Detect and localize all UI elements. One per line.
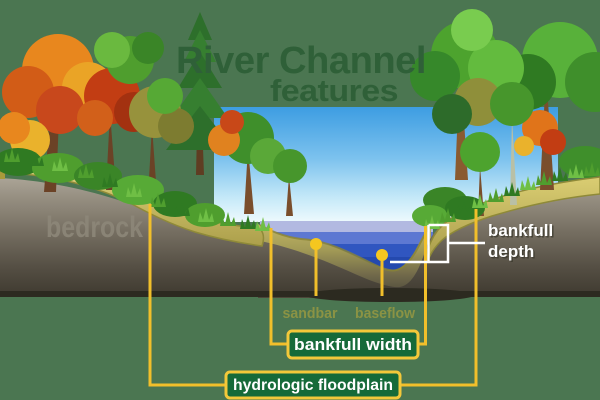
hydrologic-floodplain-callout: hydrologic floodplain xyxy=(224,370,402,400)
bankfull-depth-line2: depth xyxy=(488,242,534,261)
right-forest xyxy=(410,9,600,229)
baseflow-pin xyxy=(376,249,388,296)
sandbar-pin-head xyxy=(310,238,322,250)
tree xyxy=(432,78,502,134)
tree xyxy=(94,32,164,84)
baseflow-label: baseflow xyxy=(355,305,415,322)
bankfull-depth-line2-shadow: depth xyxy=(490,244,536,263)
bankfull-width-box xyxy=(286,329,420,360)
bankfull-depth-label: bankfull depth bankfull depth xyxy=(488,221,555,263)
water-surface-band xyxy=(260,221,433,232)
bankfull-width-callout: bankfull width xyxy=(286,329,420,360)
bankfull-depth-line1: bankfull xyxy=(488,221,553,240)
hydrologic-floodplain-label: hydrologic floodplain xyxy=(233,377,393,394)
sandbar-pin xyxy=(310,238,322,296)
tree xyxy=(273,149,307,216)
bedrock-bottom-edge xyxy=(0,291,600,297)
annotation-lines xyxy=(148,204,478,387)
sandbar-label: sandbar xyxy=(283,305,338,322)
hydrologic-floodplain-left-line xyxy=(148,204,226,387)
bankfull-width-right-line xyxy=(417,226,427,346)
bushes xyxy=(0,148,225,227)
tree xyxy=(410,9,524,180)
bankfull-width-label: bankfull width xyxy=(294,336,412,354)
title-line2: features xyxy=(270,73,398,108)
left-forest xyxy=(0,12,307,231)
baseflow-pin-head xyxy=(376,249,388,261)
hydrologic-floodplain-box xyxy=(224,370,402,400)
bedrock-label: bedrock xyxy=(46,211,143,244)
tree xyxy=(514,110,566,156)
page-title: River Channel features xyxy=(176,40,427,108)
title-line1: River Channel xyxy=(176,40,426,82)
hydrologic-floodplain-right-line xyxy=(400,209,478,387)
bankfull-depth-bracket xyxy=(390,223,485,264)
bankfull-width-left-line xyxy=(269,228,288,346)
bankfull-depth-line1-shadow: bankfull xyxy=(490,223,555,242)
